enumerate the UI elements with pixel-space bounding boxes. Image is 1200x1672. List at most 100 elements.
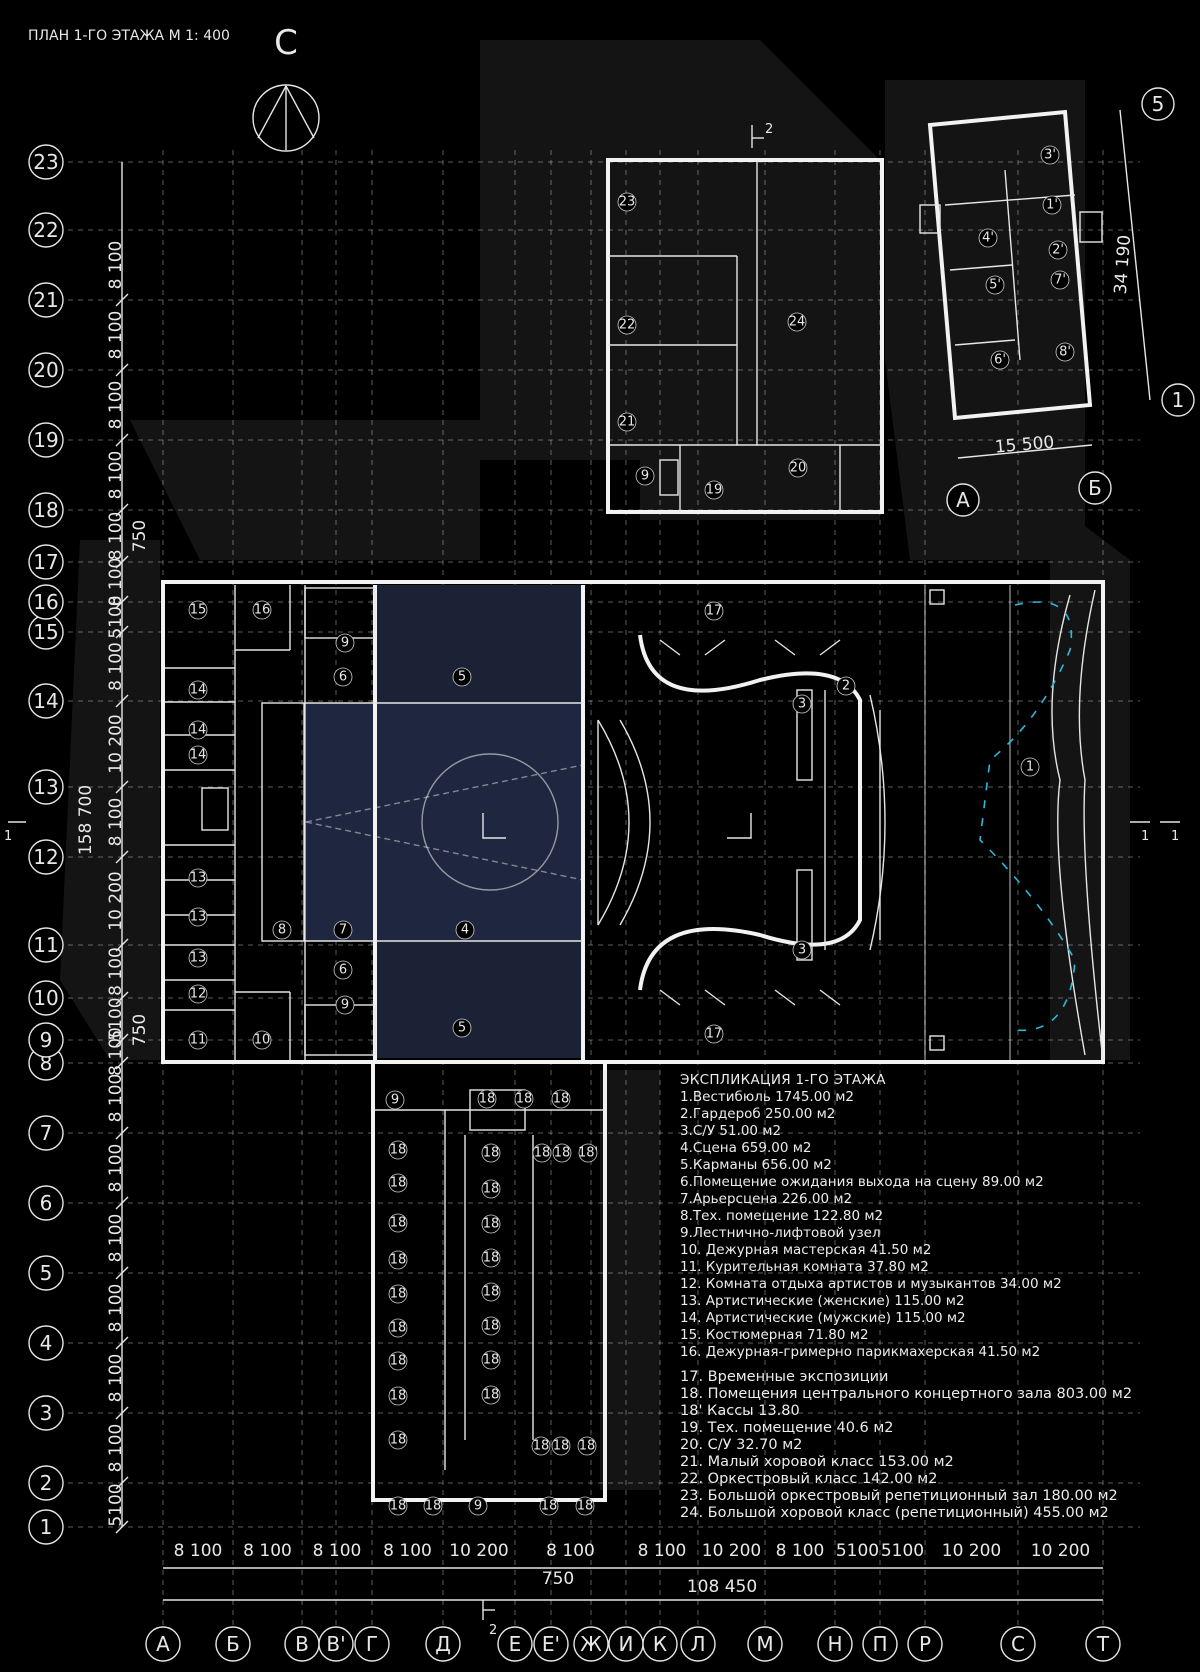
row-axis-label: 18 [33, 498, 58, 522]
room-number: 24 [789, 315, 806, 330]
annex-dimensions: 15 500 34 190 А Б 5 1 [946, 87, 1195, 517]
row-axis-label: 14 [33, 689, 58, 713]
row-dimension: 10 200 [106, 871, 126, 930]
room-number: 2 [842, 679, 850, 694]
row-dimension: 5100 [106, 595, 126, 638]
legend-item: 3.С/У 51.00 м2 [680, 1123, 782, 1139]
room-number: 13 [190, 910, 207, 925]
room-number: 18' [578, 1146, 598, 1161]
room-number: 18 [483, 1217, 500, 1232]
annex-room-number: 2' [1052, 243, 1064, 258]
col-dimension: 10 200 [449, 1541, 508, 1561]
col-axis-label: П [872, 1632, 887, 1656]
col-axis-label: Д [435, 1632, 451, 1656]
col-dimension: 8 100 [313, 1541, 362, 1561]
room-number: 18 [479, 1092, 496, 1107]
col-axis-label: Л [690, 1632, 705, 1656]
room-number: 18 [579, 1439, 596, 1454]
svg-text:34 190: 34 190 [1111, 234, 1135, 295]
legend-item: 8.Тех. помещение 122.80 м2 [680, 1208, 884, 1224]
row-dimension: 8 100 [106, 1214, 126, 1263]
col-axis-label: Е' [542, 1632, 560, 1656]
room-number: 23 [619, 195, 636, 210]
room-number: 18 [390, 1499, 407, 1514]
row-axis-label: 22 [33, 218, 58, 242]
legend-item: 2.Гардероб 250.00 м2 [680, 1106, 836, 1122]
row-axis-label: 5 [40, 1261, 53, 1285]
row-dimension: 8 100 [106, 311, 126, 360]
row-dimension: 8 100 [106, 1027, 126, 1076]
north-letter: С [274, 23, 298, 63]
col-axis-label: Т [1096, 1632, 1110, 1656]
room-number: 22 [619, 318, 636, 333]
legend-item: 6.Помещение ожидания выхода на сцену 89.… [680, 1174, 1044, 1190]
row-axis-label: 11 [33, 933, 58, 957]
row-axis-label: 19 [33, 428, 58, 452]
legend-item: 18' Кассы 13.80 [680, 1403, 800, 1419]
north-arrow-icon [252, 84, 320, 152]
room-number: 18 [483, 1388, 500, 1403]
legend-item: 22. Оркестровый класс 142.00 м2 [680, 1471, 938, 1487]
legend-item: 12. Комната отдыха артистов и музыкантов… [680, 1276, 1062, 1292]
col-dimension: 8 100 [243, 1541, 292, 1561]
row-axis-label: 2 [40, 1471, 53, 1495]
legend-item: 18. Помещения центрального концертного з… [680, 1386, 1133, 1402]
legend-item: 7.Арьерсцена 226.00 м2 [680, 1191, 853, 1207]
annex-room-number: 5' [989, 278, 1001, 293]
room-number: 18 [577, 1499, 594, 1514]
room-number: 18 [483, 1285, 500, 1300]
room-number: 6 [339, 670, 347, 685]
room-number: 6 [339, 963, 347, 978]
row-dimension: 8 100 [106, 512, 126, 561]
col-axis-label: Е [509, 1632, 522, 1656]
room-number: 18 [390, 1216, 407, 1231]
room-number: 18 [390, 1389, 407, 1404]
room-number: 21 [619, 415, 636, 430]
room-number: 18 [554, 1146, 571, 1161]
row-axis-label: 15 [33, 620, 58, 644]
row-axis-label: 3 [40, 1401, 53, 1425]
col-axis-label: Г [366, 1632, 378, 1656]
row-dimension: 8 100 [106, 1354, 126, 1403]
room-number: 18 [483, 1353, 500, 1368]
room-number: 14 [190, 683, 207, 698]
legend-item: 19. Тех. помещение 40.6 м2 [680, 1420, 894, 1436]
annex-room-number: 7' [1054, 273, 1066, 288]
room-number: 18 [483, 1251, 500, 1266]
legend-item: 11. Курительная комната 37.80 м2 [680, 1259, 929, 1275]
col-dimension: 8 100 [383, 1541, 432, 1561]
row-dimension: 8 100 [106, 1074, 126, 1123]
row-axis-label: 9 [40, 1028, 53, 1052]
north-block [606, 158, 884, 514]
col-dimension: 5100 [881, 1541, 924, 1561]
row-extra-dimension: 750 [130, 520, 150, 552]
room-number: 9 [641, 469, 649, 484]
legend-item: 24. Большой хоровой класс (репетиционный… [680, 1505, 1109, 1521]
row-dimension: 8 100 [106, 558, 126, 607]
room-number: 9 [391, 1093, 399, 1108]
col-axis-label: В [295, 1632, 309, 1656]
annex-room-number: 4' [982, 231, 994, 246]
annex-axis-5: 5 [1152, 92, 1165, 116]
row-dimension: 5100 [106, 1483, 126, 1526]
row-dimension: 8 100 [106, 241, 126, 290]
legend-item: 15. Костюмерная 71.80 м2 [680, 1327, 869, 1343]
col-dimension: 5100 [836, 1541, 879, 1561]
col-axis-label: Б [226, 1632, 240, 1656]
legend-item: 20. С/У 32.70 м2 [680, 1437, 803, 1453]
col-dimension: 10 200 [702, 1541, 761, 1561]
section-marks: 2 2 1 1 1 [4, 122, 1180, 1638]
row-axis-label: 4 [40, 1331, 53, 1355]
row-dimension: 8 100 [106, 451, 126, 500]
legend-item: 23. Большой оркестровый репетиционный за… [680, 1488, 1118, 1504]
svg-text:1: 1 [4, 829, 12, 844]
room-number: 18 [390, 1433, 407, 1448]
annex-room-number: 1' [1046, 198, 1058, 213]
col-axis-label: Ж [580, 1632, 602, 1656]
room-number: 17 [706, 1027, 723, 1042]
plan-title: ПЛАН 1-ГО ЭТАЖА М 1: 400 [28, 28, 230, 44]
